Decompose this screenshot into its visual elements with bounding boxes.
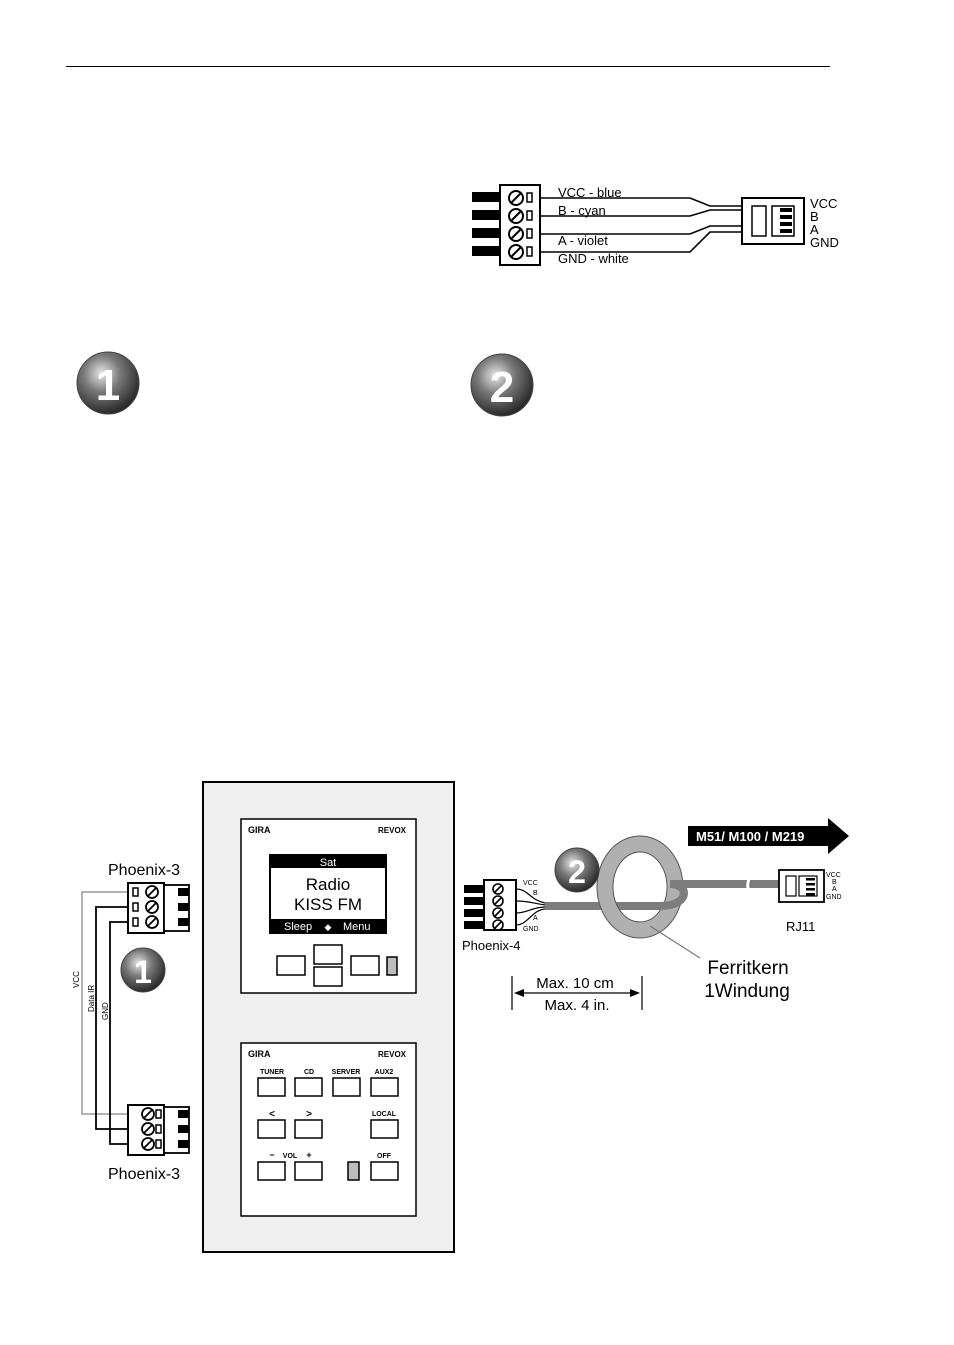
wire-label-vcc-vertical: VCC	[72, 971, 81, 988]
dimension-arrow-right-icon	[630, 989, 640, 997]
rj11-pin-b: B	[832, 879, 837, 886]
ferrite-label-line-1: Ferritkern	[707, 958, 788, 979]
p4-pin-a: A	[533, 915, 538, 922]
display-led-indicator	[386, 956, 398, 976]
up-down-arrows-icon: ◆	[325, 922, 332, 932]
server-button[interactable]	[332, 1077, 361, 1097]
display-button-up[interactable]	[313, 944, 343, 965]
cable-pinout-diagram: VCC - blue B - cyan A - violet GND - whi…	[472, 184, 839, 266]
ir-data-wires	[81, 891, 128, 1145]
phoenix-4-terminal-icon	[472, 184, 541, 266]
phoenix-4-connector-icon	[464, 879, 517, 931]
cable-wires	[540, 197, 745, 253]
local-button[interactable]	[370, 1119, 399, 1139]
off-button[interactable]	[370, 1161, 399, 1181]
phoenix-3-bottom-label: Phoenix-3	[108, 1166, 180, 1183]
phoenix-4-wires	[515, 888, 546, 926]
ferrite-callout-line	[649, 925, 701, 959]
key-label-local: LOCAL	[372, 1111, 397, 1118]
key-label-off: OFF	[377, 1153, 392, 1160]
vol-down-button[interactable]	[257, 1161, 286, 1181]
rj11-label: RJ11	[786, 919, 815, 934]
max-length-cm: Max. 10 cm	[536, 975, 614, 992]
phoenix-3-top-terminal-icon	[127, 882, 190, 934]
display-line-1: Radio	[306, 875, 350, 894]
display-line-2: KISS FM	[294, 895, 362, 914]
keypad-module: GIRA REVOX TUNER CD SERVER AUX2 < > LOCA…	[240, 1042, 417, 1217]
tuner-button[interactable]	[257, 1077, 286, 1097]
wire-label-gnd: GND - white	[558, 251, 629, 266]
key-label-tuner: TUNER	[260, 1069, 284, 1076]
p4-pin-b: B	[533, 890, 538, 897]
p4-pin-vcc: VCC	[523, 880, 538, 887]
keypad-brand-revox: REVOX	[378, 1050, 407, 1059]
rj11-connector-icon	[778, 869, 825, 903]
step-badge-2: 2	[470, 353, 534, 417]
cd-button[interactable]	[294, 1077, 323, 1097]
key-label-vol-minus: −	[269, 1150, 274, 1160]
pin-label-a: A	[810, 222, 819, 237]
rj11-pin-gnd: GND	[826, 894, 842, 901]
cable-break-icon	[746, 871, 752, 893]
wire-label-b: B - cyan	[558, 203, 606, 218]
keypad-brand-gira: GIRA	[248, 1049, 271, 1059]
display-brand-gira: GIRA	[248, 825, 271, 835]
pin-label-vcc: VCC	[810, 196, 837, 211]
wire-label-a: A - violet	[558, 233, 608, 248]
display-button-down[interactable]	[313, 966, 343, 987]
step-badge-1: 1	[76, 351, 140, 415]
pin-label-gnd: GND	[810, 235, 839, 250]
ferrite-label-line-2: 1Windung	[704, 981, 790, 1002]
diagram-step-badge-2: 2	[554, 847, 600, 893]
diagram-step-badge-1: 1	[120, 947, 166, 993]
phoenix-4-label: Phoenix-4	[462, 938, 521, 953]
key-label-aux2: AUX2	[375, 1069, 394, 1076]
rj11-plug-icon	[741, 197, 805, 245]
cable-loop	[659, 880, 780, 910]
target-arrow-icon	[688, 818, 849, 854]
diagram-step-number-1: 1	[134, 954, 152, 990]
display-brand-revox: REVOX	[378, 826, 407, 835]
prev-button[interactable]	[257, 1119, 286, 1139]
next-button[interactable]	[294, 1119, 323, 1139]
key-label-vol-plus: +	[306, 1150, 311, 1160]
rj11-pin-a: A	[832, 886, 837, 893]
max-length-in: Max. 4 in.	[544, 997, 609, 1014]
max-length-dimension	[511, 976, 643, 1010]
display-header: Sat	[320, 857, 337, 869]
key-label-server: SERVER	[332, 1069, 361, 1076]
wire-label-data-ir: Data IR	[87, 985, 96, 1012]
keypad-led-indicator	[347, 1161, 360, 1181]
phoenix-3-bottom-terminal-icon	[127, 1104, 190, 1156]
vol-up-button[interactable]	[294, 1161, 323, 1181]
target-devices-label: M51/ M100 / M219	[696, 829, 804, 844]
display-button-right[interactable]	[350, 955, 380, 976]
header-rule	[66, 66, 830, 67]
key-label-prev: <	[269, 1109, 275, 1120]
diagram-step-number-2: 2	[568, 854, 586, 890]
display-module: GIRA REVOX Sat Radio KISS FM Sleep ◆ Men…	[240, 818, 417, 994]
step-number-1: 1	[96, 361, 120, 410]
key-label-vol: VOL	[283, 1153, 298, 1160]
phoenix-3-top-label: Phoenix-3	[108, 862, 180, 879]
rj11-pin-vcc: VCC	[826, 872, 841, 879]
wire-label-gnd-vertical: GND	[101, 1002, 110, 1020]
soft-key-menu: Menu	[343, 921, 371, 933]
wire-label-vcc: VCC - blue	[558, 185, 622, 200]
key-label-cd: CD	[304, 1069, 314, 1076]
soft-key-sleep: Sleep	[284, 921, 312, 933]
p4-pin-gnd: GND	[523, 926, 539, 933]
aux2-button[interactable]	[370, 1077, 399, 1097]
step-number-2: 2	[490, 363, 514, 412]
display-button-left[interactable]	[276, 955, 306, 976]
key-label-next: >	[306, 1109, 312, 1120]
pin-label-b: B	[810, 209, 819, 224]
dimension-arrow-left-icon	[514, 989, 524, 997]
